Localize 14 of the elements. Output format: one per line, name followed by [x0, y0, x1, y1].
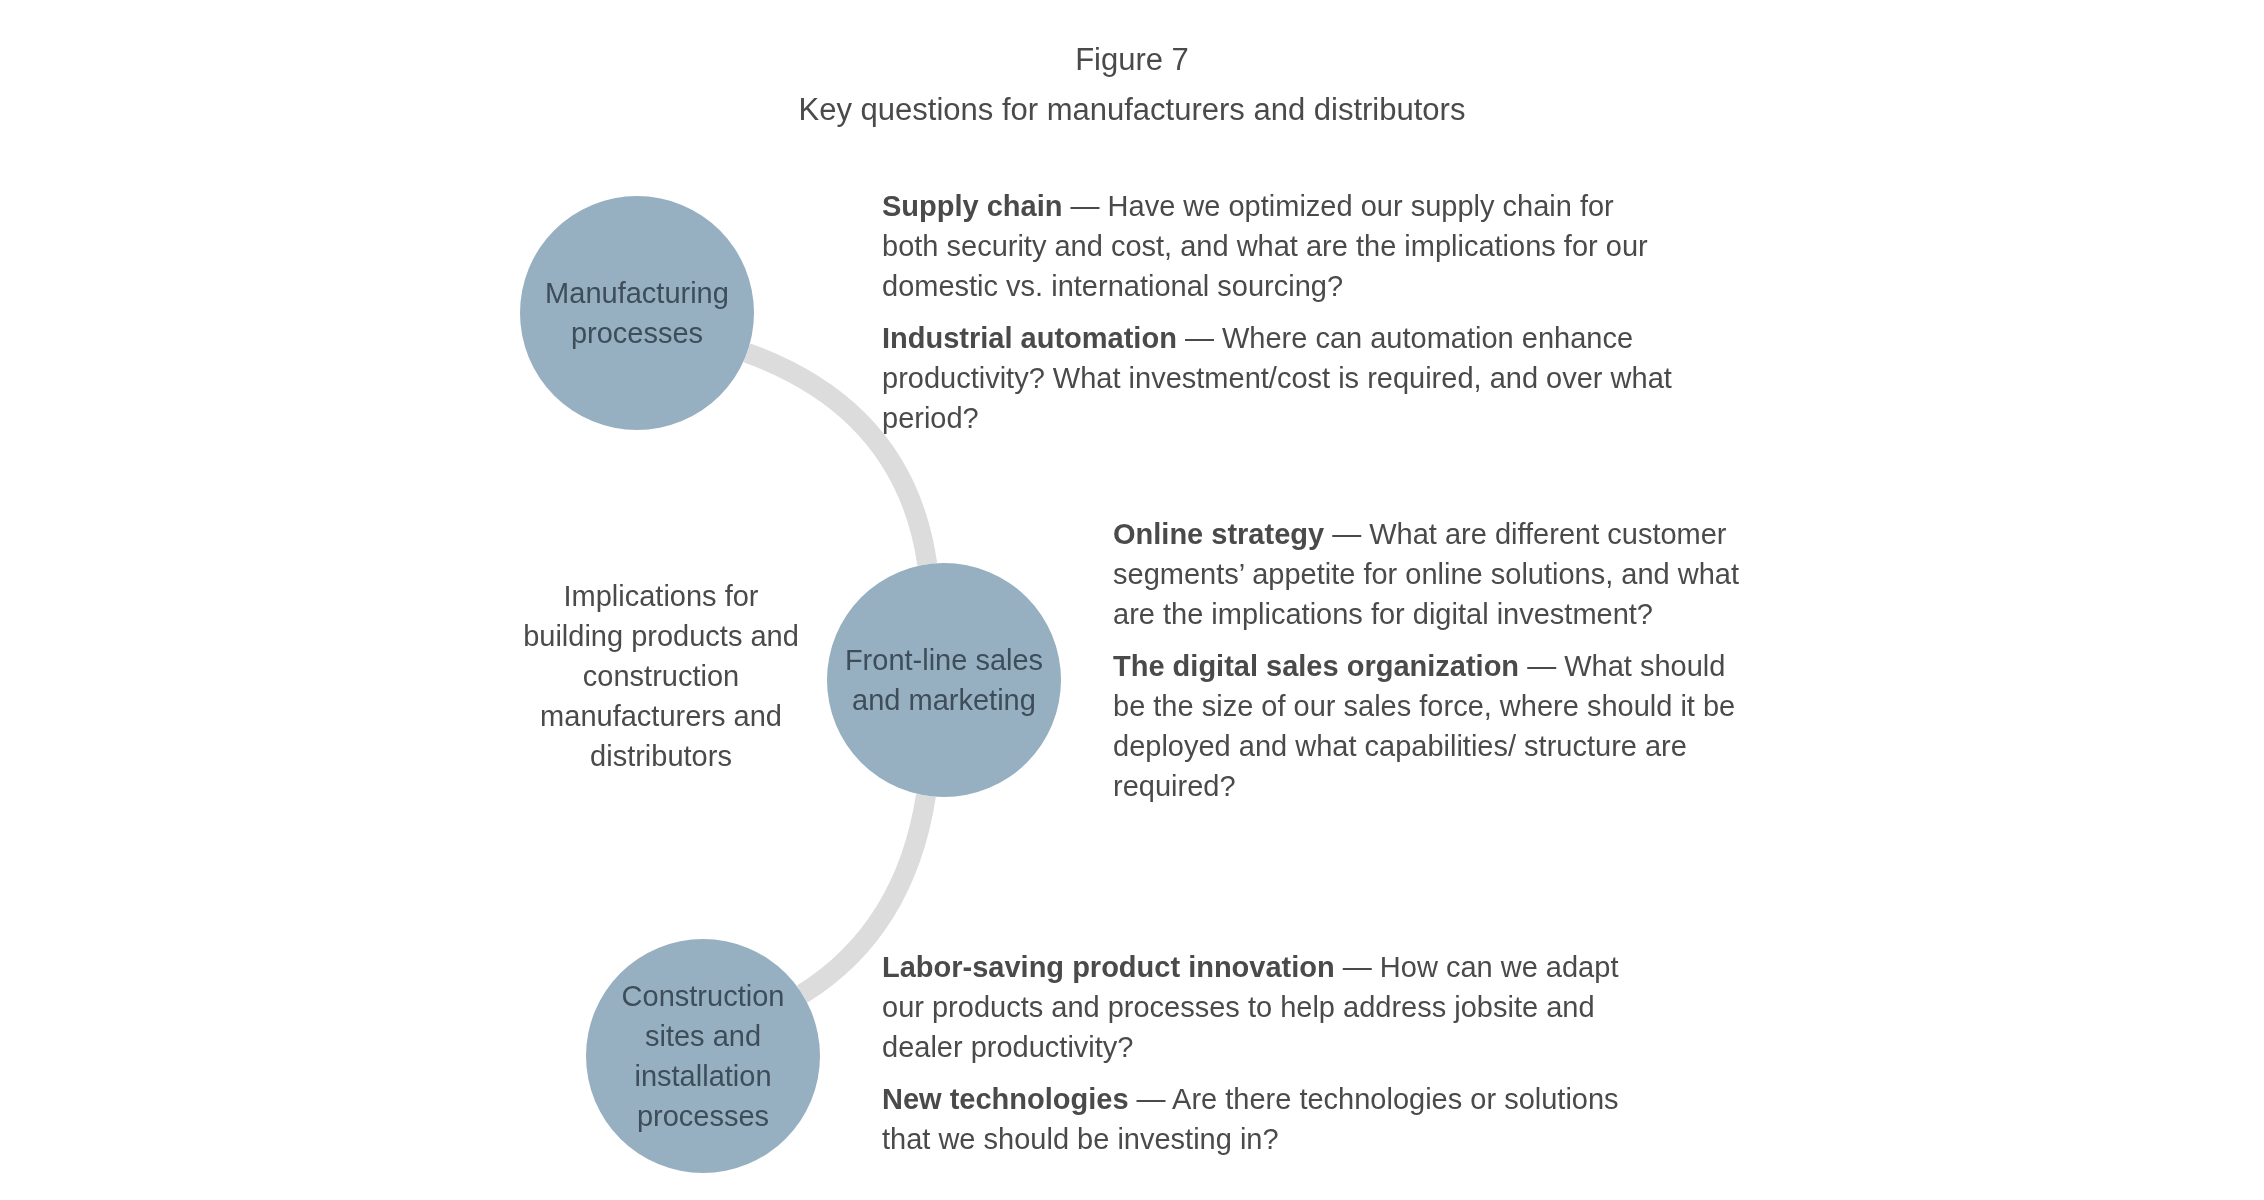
question-text: New technologies — Are there technologies or solutions that we should be investing in? — [882, 1082, 1620, 1157]
figure-title: Figure 7 — [1074, 42, 1190, 78]
connector-arc — [743, 343, 938, 566]
question-text: Labor-saving product innovation — How can we adapt our products and processes to help address jobsite and dealer productivity? — [882, 950, 1620, 1065]
figure-subtitle: Key questions for manufacturers and distributors — [797, 92, 1467, 128]
connector-arc — [796, 793, 936, 1003]
node-label: Manufacturing processes — [544, 276, 730, 351]
question-text: The digital sales organization — What should be the size of our sales force, where should it be deployed and what capabilities/ structure are required? — [1113, 649, 1737, 804]
question-text: Supply chain — Have we optimized our supply chain for both security and cost, and what are the implications for our domestic vs. international sourcing? — [882, 189, 1649, 304]
node-label: Front-line sales and marketing — [843, 643, 1045, 718]
question-text: Industrial automation — Where can automation enhance productivity? What investment/cost is required, and over what period? — [882, 321, 1672, 436]
center-note: Implications for building products and construction manufacturers and distributors — [522, 579, 800, 774]
node-label: Construction sites and installation processes — [620, 979, 786, 1134]
question-text: Online strategy — What are different customer segments’ appetite for online solutions, and what are the implications for digital investment? — [1113, 517, 1741, 632]
